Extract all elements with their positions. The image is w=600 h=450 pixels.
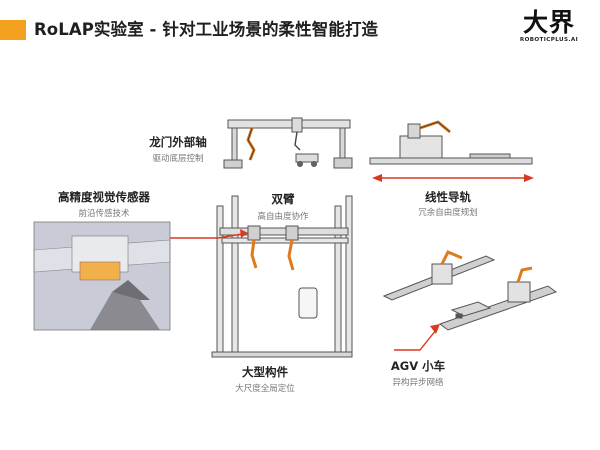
- gantry-sublabel: 驱动底层控制: [152, 154, 204, 164]
- title-accent-bar: [0, 20, 26, 40]
- linear-rail-sublabel: 冗余自由度规划: [418, 208, 478, 218]
- linear-rail-label: 线性导轨: [425, 190, 471, 204]
- callout-lines: [170, 229, 440, 351]
- logo-subtext: ROBOTICPLUS.AI: [519, 37, 579, 43]
- brand-logo: 大界 ROBOTICPLUS.AI: [508, 8, 590, 44]
- dual-arm-sublabel: 高自由度协作: [257, 212, 309, 222]
- logo-wordmark: 大界: [522, 8, 575, 37]
- large-part-label: 大型构件: [242, 365, 288, 379]
- agv-platform-illustration: [382, 250, 558, 331]
- slide-title: RoLAP实验室 - 针对工业场景的柔性智能打造: [34, 20, 379, 39]
- vision-sensor-sublabel: 前沿传感技术: [78, 209, 130, 219]
- gantry-label: 龙门外部轴: [149, 135, 207, 149]
- agv-sublabel: 异构异步网络: [392, 378, 444, 388]
- vision-sensor-label: 高精度视觉传感器: [58, 190, 150, 204]
- agv-label: AGV 小车: [390, 359, 446, 373]
- dual-arm-label: 双臂: [271, 192, 295, 206]
- large-part-sublabel: 大尺度全局定位: [235, 384, 295, 394]
- rail-direction-arrow: [372, 174, 534, 182]
- dual-arm-frame-illustration: [211, 195, 353, 358]
- linear-rail-illustration: [369, 120, 533, 165]
- gantry-illustration: [223, 117, 353, 169]
- vision-sensor-photo: [33, 221, 171, 331]
